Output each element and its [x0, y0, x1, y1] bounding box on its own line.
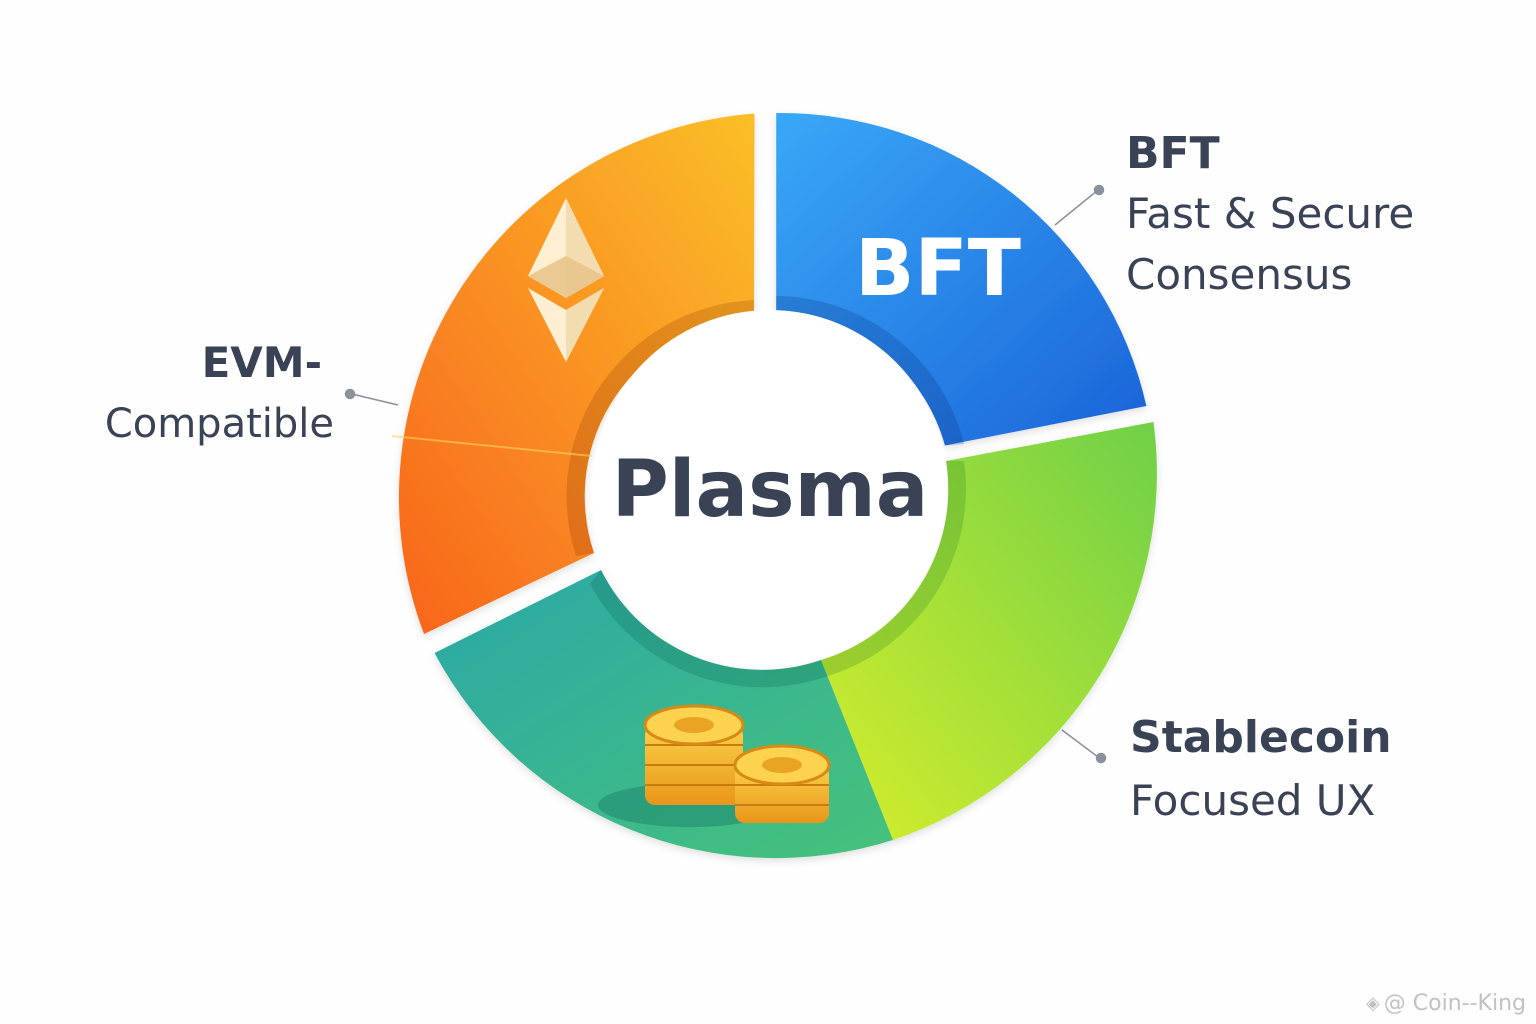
segment-evm [398, 113, 755, 634]
center-label: Plasma [612, 445, 929, 535]
callout-stablecoin-line2: Focused UX [1130, 776, 1375, 825]
callout-leaders [344, 184, 1107, 764]
coin-stack-icon [598, 704, 831, 827]
callout-bft: BFT Fast & Secure Consensus [1126, 128, 1414, 299]
callout-evm-line1: EVM- [202, 338, 322, 387]
inner-bands [566, 296, 966, 688]
callout-stablecoin: Stablecoin Focused UX [1130, 712, 1392, 825]
bft-inner-label: BFT [855, 224, 1021, 314]
callout-bft-line2: Consensus [1126, 250, 1352, 299]
watermark: ◈ @ Coin--King [1366, 991, 1526, 1016]
callout-bft-line1: Fast & Secure [1126, 189, 1414, 238]
segment-bft [776, 112, 1147, 446]
callout-stablecoin-line1: Stablecoin [1130, 712, 1392, 763]
segment-stablecoin-green [821, 422, 1157, 840]
evm-divider [391, 435, 593, 457]
center-circle [592, 310, 948, 666]
callout-bft-title: BFT [1126, 128, 1220, 179]
binance-logo-icon: ◈ [1365, 993, 1380, 1014]
callout-evm-line2: Compatible [105, 401, 334, 447]
watermark-text: @ Coin--King [1383, 991, 1526, 1016]
ethereum-icon [528, 198, 604, 362]
callout-evm: EVM- Compatible [105, 338, 334, 447]
